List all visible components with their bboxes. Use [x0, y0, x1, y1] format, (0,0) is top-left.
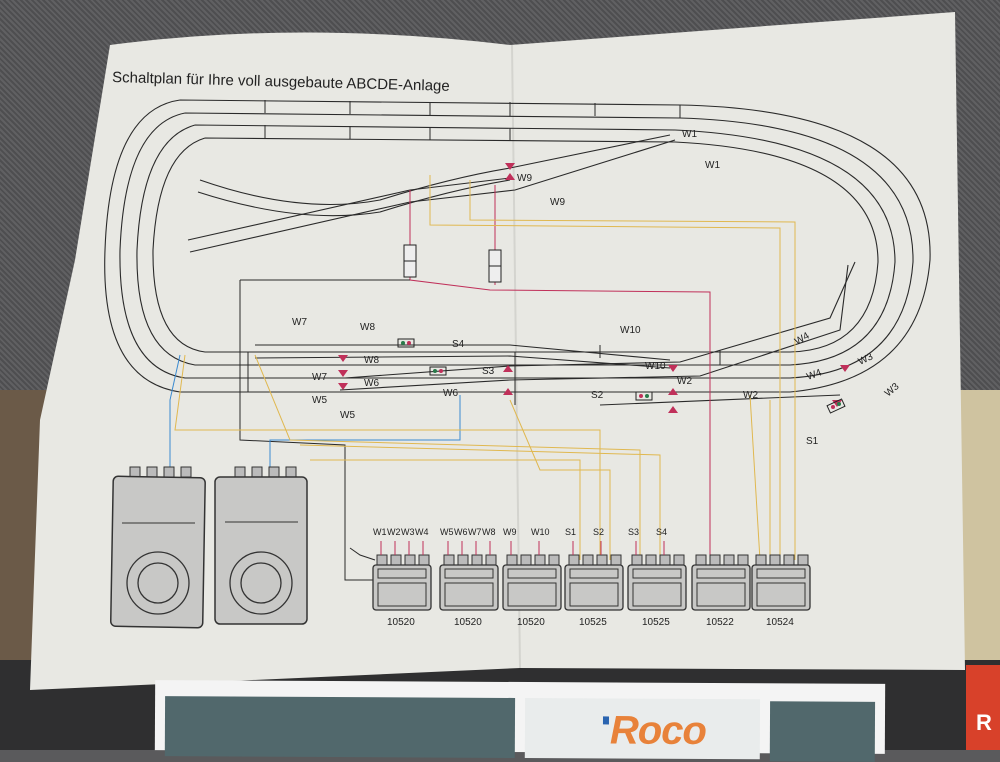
label-w8-track: W8 — [364, 355, 379, 366]
switch-input-label: W3 — [401, 527, 415, 537]
track-joints — [247, 100, 721, 405]
label-w10-switch: W10 — [620, 325, 641, 336]
switch-input-label: W2 — [387, 527, 401, 537]
manual-cover-left — [164, 696, 516, 758]
uncoupler-units — [403, 244, 502, 283]
speed-knob-ring — [126, 551, 190, 615]
speed-knob — [137, 562, 179, 604]
label-s1: S1 — [806, 436, 819, 447]
switch-box-model: 10525 — [579, 617, 607, 628]
red-package: R — [966, 665, 1000, 750]
controller-left — [109, 466, 206, 629]
label-w7-track: W7 — [312, 372, 327, 383]
switch-box-model: 10522 — [706, 617, 734, 628]
label-w7-switch: W7 — [292, 317, 307, 328]
switch-box-model: 10520 — [454, 617, 482, 628]
switch-input-label: W6 — [454, 527, 468, 537]
switch-box-model: 10525 — [642, 617, 670, 628]
switch-box-model: 10520 — [517, 617, 545, 628]
switch-input-label: W4 — [415, 527, 429, 537]
switch-input-label: W10 — [531, 527, 550, 537]
label-s2: S2 — [591, 390, 604, 401]
manual-stack: Roco — [154, 680, 886, 762]
switch-box-model: 10524 — [766, 617, 794, 628]
signals — [397, 338, 846, 414]
switch-input-label: W5 — [440, 527, 454, 537]
switch-input-label: W1 — [373, 527, 387, 537]
switch-input-label: W7 — [468, 527, 482, 537]
switch-box-10522: 10522 — [691, 554, 751, 628]
label-w6-track: W6 — [364, 378, 379, 389]
label-w5-track: W5 — [312, 395, 327, 406]
switch-input-label: W9 — [503, 527, 517, 537]
switch-box-model: 10520 — [387, 617, 415, 628]
switch-input-label: S2 — [593, 527, 604, 537]
switch-input-label: W8 — [482, 527, 496, 537]
label-w8-switch: W8 — [360, 322, 375, 333]
label-w1-switch: W1 — [705, 160, 720, 171]
controller-right — [214, 466, 308, 625]
label-w5-switch: W5 — [340, 410, 355, 421]
manual-cover-right — [769, 701, 876, 762]
label-w9-track: W9 — [517, 173, 532, 184]
switch-box-10525: 10525 S1 S2 — [564, 527, 624, 628]
package-letter: R — [976, 710, 992, 735]
label-w10-track: W10 — [645, 361, 666, 372]
switch-box-10524: 10524 — [751, 554, 811, 628]
switch-box-10520: 10520 W9 W10 — [502, 527, 562, 628]
label-s4: S4 — [452, 339, 465, 350]
brand-mark-icon — [602, 716, 610, 725]
cloth-right — [960, 390, 1000, 680]
wires — [169, 175, 796, 581]
switch-input-label: S4 — [656, 527, 667, 537]
label-w2-switch: W2 — [743, 390, 758, 401]
label-s3: S3 — [482, 366, 495, 377]
speed-knob-ring — [229, 551, 293, 615]
switch-box-10525: 10525 S3 S4 — [627, 527, 687, 628]
speed-knob — [240, 562, 282, 604]
label-w6-switch: W6 — [443, 388, 458, 399]
label-w1-track: W1 — [682, 129, 697, 140]
oval-tracks — [104, 99, 931, 393]
brand-logo: Roco — [609, 708, 707, 753]
switch-input-label: S3 — [628, 527, 639, 537]
label-w9-switch: W9 — [550, 197, 565, 208]
switch-input-label: S1 — [565, 527, 576, 537]
label-w4-track: W4 — [805, 367, 823, 383]
label-w2-track: W2 — [677, 376, 692, 387]
